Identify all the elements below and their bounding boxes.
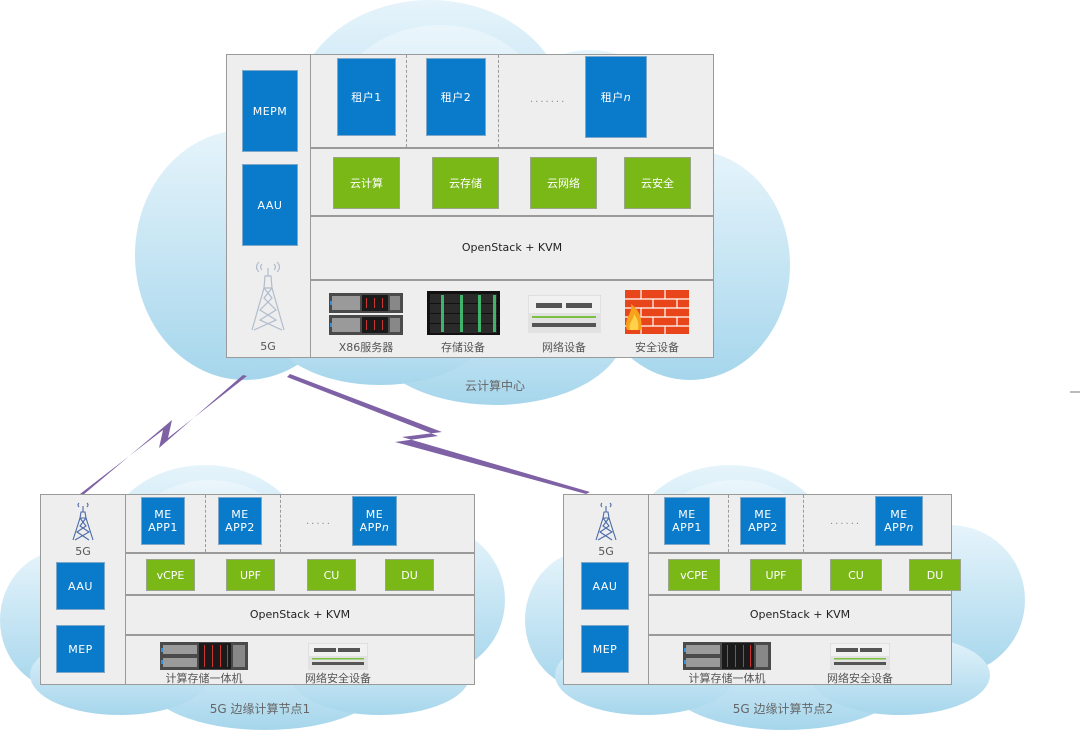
edge1-tower-label: 5G bbox=[75, 545, 91, 558]
edge2-app-ellipsis: ...... bbox=[830, 516, 862, 527]
mepm-box[interactable]: MEPM bbox=[242, 70, 298, 152]
divider bbox=[406, 55, 407, 147]
edge2-mep-box[interactable]: MEP bbox=[581, 625, 629, 673]
edge2-hardware-label-server: 计算存储一体机 bbox=[688, 672, 766, 685]
edge1-cu-box[interactable]: CU bbox=[307, 559, 356, 591]
edge1-hardware-label-server: 计算存储一体机 bbox=[165, 672, 243, 685]
wireless-link-edge-1 bbox=[80, 375, 247, 495]
edge2-cu-box[interactable]: CU bbox=[830, 559, 882, 591]
wireless-link-edge-2 bbox=[287, 374, 590, 494]
server-icon bbox=[160, 642, 248, 670]
edge2-vcpe-box[interactable]: vCPE bbox=[668, 559, 720, 591]
edge1-mep-box[interactable]: MEP bbox=[56, 625, 105, 673]
edge2-aau-box[interactable]: AAU bbox=[581, 562, 629, 610]
tenant-n-suffix: n bbox=[623, 90, 632, 104]
server-icon bbox=[329, 293, 403, 335]
server-icon bbox=[683, 642, 771, 670]
edge1-hardware-label-network: 网络安全设备 bbox=[305, 672, 371, 685]
cloud-network-box[interactable]: 云网络 bbox=[530, 157, 597, 209]
hardware-label-storage: 存储设备 bbox=[441, 341, 485, 354]
app-line2: APP2 bbox=[748, 521, 778, 534]
app-line1: ME bbox=[365, 508, 384, 521]
edge1-aau-box[interactable]: AAU bbox=[56, 562, 105, 610]
hardware-label-security: 安全设备 bbox=[635, 341, 679, 354]
app-line2: APP1 bbox=[672, 521, 702, 534]
firewall-icon bbox=[625, 290, 689, 334]
antenna-tower-icon bbox=[251, 261, 285, 331]
divider bbox=[498, 55, 499, 147]
app-line2: APP bbox=[359, 521, 382, 534]
app-line2: APP bbox=[884, 521, 907, 534]
aau-box[interactable]: AAU bbox=[242, 164, 298, 246]
divider bbox=[205, 495, 206, 552]
divider bbox=[280, 495, 281, 552]
edge2-caption: 5G 边缘计算节点2 bbox=[732, 702, 834, 716]
center-caption: 云计算中心 bbox=[464, 379, 525, 393]
edge1-app-ellipsis: ..... bbox=[306, 516, 332, 527]
cloud-security-box[interactable]: 云安全 bbox=[624, 157, 691, 209]
storage-array-icon bbox=[427, 291, 500, 335]
app-suffix: n bbox=[906, 521, 914, 534]
tenant-ellipsis: ....... bbox=[530, 94, 567, 105]
cloud-storage-box[interactable]: 云存储 bbox=[432, 157, 499, 209]
tenant-n-label: 租户 bbox=[600, 90, 624, 104]
network-switch-icon bbox=[830, 643, 890, 670]
divider bbox=[803, 495, 804, 552]
edge1-du-box[interactable]: DU bbox=[385, 559, 434, 591]
edge1-upf-box[interactable]: UPF bbox=[226, 559, 275, 591]
edge2-du-box[interactable]: DU bbox=[909, 559, 961, 591]
app-line1: ME bbox=[890, 508, 908, 521]
antenna-tower-icon bbox=[72, 502, 94, 541]
app-line1: ME bbox=[231, 508, 249, 521]
hardware-label-network: 网络设备 bbox=[542, 341, 586, 354]
edge1-caption: 5G 边缘计算节点1 bbox=[209, 702, 311, 716]
app-line2: APP1 bbox=[148, 521, 178, 534]
app-line1: ME bbox=[154, 508, 172, 521]
edge2-hardware-label-network: 网络安全设备 bbox=[827, 672, 893, 685]
edge2-virtualization-row bbox=[648, 595, 952, 635]
edge1-virtualization-row bbox=[125, 595, 475, 635]
app-suffix: n bbox=[381, 521, 390, 534]
app-line1: ME bbox=[678, 508, 696, 521]
cloud-compute-box[interactable]: 云计算 bbox=[333, 157, 400, 209]
virtualization-label: OpenStack + KVM bbox=[461, 241, 563, 254]
app-line1: ME bbox=[754, 508, 772, 521]
virtualization-row bbox=[310, 216, 714, 280]
divider bbox=[728, 495, 729, 552]
edge1-virtualization-label: OpenStack + KVM bbox=[249, 608, 351, 621]
edge1-vcpe-box[interactable]: vCPE bbox=[146, 559, 195, 591]
network-switch-icon bbox=[528, 295, 601, 333]
app-line2: APP2 bbox=[225, 521, 255, 534]
antenna-tower-icon bbox=[595, 502, 617, 541]
edge2-virtualization-label: OpenStack + KVM bbox=[749, 608, 851, 621]
edge2-upf-box[interactable]: UPF bbox=[750, 559, 802, 591]
tenant-box-1[interactable]: 租户1 bbox=[337, 58, 396, 136]
tower-label: 5G bbox=[260, 340, 276, 353]
network-switch-icon bbox=[308, 643, 368, 670]
tenant-box-2[interactable]: 租户2 bbox=[426, 58, 486, 136]
edge2-tower-label: 5G bbox=[598, 545, 614, 558]
hardware-label-server: X86服务器 bbox=[338, 341, 394, 354]
